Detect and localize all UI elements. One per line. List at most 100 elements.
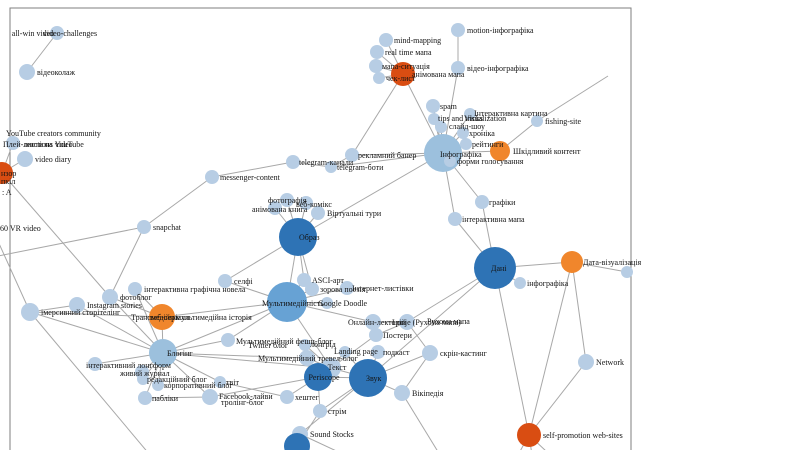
node-tt[interactable]	[428, 113, 440, 125]
node-kb[interactable]	[152, 379, 164, 391]
node-label-hr: хроніка	[469, 129, 495, 138]
node-ft[interactable]	[280, 193, 294, 207]
node-mi[interactable]	[451, 23, 465, 37]
node-se[interactable]	[218, 274, 232, 288]
node-pr[interactable]	[304, 363, 332, 391]
node-vt[interactable]	[311, 206, 325, 220]
node-label-fb: фотоблог	[120, 293, 152, 302]
extra-label: YouTube creators community	[6, 129, 101, 138]
node-mm[interactable]	[267, 282, 307, 322]
node-shk[interactable]	[490, 141, 510, 161]
node-vc[interactable]	[50, 26, 64, 40]
node-label-nw: Network	[596, 358, 624, 367]
node-label-gn: інтерактивна графічна новела	[144, 285, 246, 294]
node-label-tk: telegram-канали	[299, 158, 354, 167]
extra-label: Visualization	[464, 114, 506, 123]
node-cl[interactable]	[373, 72, 385, 84]
node-ig[interactable]	[69, 297, 85, 313]
node-label-il: Інтернет-листівки	[352, 284, 414, 293]
node-wk[interactable]	[299, 196, 313, 210]
node-label-mtb: Мультимедійний тревел-блог	[258, 354, 359, 363]
node-pd[interactable]	[371, 345, 385, 359]
node-label-mc: messenger-content	[220, 173, 281, 182]
node-vk[interactable]	[19, 64, 35, 80]
node-spm[interactable]	[426, 99, 440, 113]
graph-edge	[143, 176, 213, 228]
node-oc[interactable]	[0, 162, 13, 184]
node-pb[interactable]	[138, 391, 152, 405]
node-sc[interactable]	[137, 220, 151, 234]
node-ak[interactable]	[268, 201, 282, 215]
node-label-ilf: інтерактивний лонгформ	[86, 361, 171, 370]
node-mfb[interactable]	[221, 333, 235, 347]
node-ascii[interactable]	[297, 273, 311, 287]
node-rb[interactable]	[137, 373, 149, 385]
node-label-mfb: Мультимедійний фешн-блог	[236, 337, 333, 346]
node-label-ak: анімована книга	[252, 205, 308, 214]
node-ig2[interactable]	[514, 277, 526, 289]
node-bn[interactable]	[284, 433, 310, 450]
node-ht[interactable]	[280, 390, 294, 404]
node-ps[interactable]	[369, 328, 383, 342]
node-gr[interactable]	[475, 195, 489, 209]
node-ik[interactable]	[464, 108, 476, 120]
node-mmap[interactable]	[379, 33, 393, 47]
graph-edge	[351, 73, 404, 156]
node-nw[interactable]	[578, 354, 594, 370]
node-lp[interactable]	[339, 346, 351, 358]
node-ms[interactable]	[369, 59, 383, 73]
node-wp[interactable]	[394, 385, 410, 401]
node-bl[interactable]	[149, 339, 177, 367]
graph-edge	[536, 75, 609, 122]
node-im[interactable]	[21, 303, 39, 321]
node-il[interactable]	[340, 281, 354, 295]
node-mtb[interactable]	[299, 350, 315, 366]
node-gn[interactable]	[128, 282, 142, 296]
graph-edge	[162, 352, 332, 369]
node-zv[interactable]	[349, 359, 387, 397]
node-zp[interactable]	[305, 282, 319, 296]
node-label-lg: лонгрід	[310, 340, 336, 349]
node-am[interactable]	[391, 62, 415, 86]
node-fl[interactable]	[202, 389, 218, 405]
node-label-pr: Periscope	[308, 373, 340, 382]
node-label-ob: Образ	[299, 233, 320, 242]
node-gd[interactable]	[321, 297, 333, 309]
node-st[interactable]	[313, 404, 327, 418]
graph-edge	[26, 32, 58, 73]
node-fb[interactable]	[102, 289, 118, 305]
node-hr[interactable]	[457, 127, 469, 139]
node-dn[interactable]	[474, 247, 516, 289]
node-ob[interactable]	[279, 218, 317, 256]
node-ol[interactable]	[365, 314, 381, 330]
node-dv[interactable]	[561, 251, 583, 273]
node-sp[interactable]	[517, 423, 541, 447]
node-tm[interactable]	[149, 304, 175, 330]
node-rbn[interactable]	[345, 148, 359, 162]
node-tb[interactable]	[325, 161, 337, 173]
node-vd[interactable]	[17, 151, 33, 167]
node-label-ps: Постери	[383, 331, 413, 340]
node-rtm[interactable]	[370, 45, 384, 59]
node-label-mi: motion-інфографіка	[467, 26, 534, 35]
node-yc[interactable]	[6, 136, 20, 150]
node-fs[interactable]	[531, 115, 543, 127]
node-ilf[interactable]	[88, 357, 102, 371]
node-mc[interactable]	[205, 170, 219, 184]
node-label-ig: Instagram stories	[87, 301, 142, 310]
node-lg[interactable]	[299, 339, 311, 351]
node-tk[interactable]	[286, 155, 300, 169]
node-vi[interactable]	[451, 61, 465, 75]
node-ima[interactable]	[448, 212, 462, 226]
node-rn[interactable]	[621, 266, 633, 278]
node-label-ft: фотографія	[268, 196, 307, 205]
node-label-tm: Трансмедійна	[131, 313, 178, 322]
node-label-wk: веб-комікс	[296, 200, 332, 209]
node-label-sk: скрін-кастинг	[440, 349, 488, 358]
node-lj[interactable]	[399, 314, 415, 330]
node-tv[interactable]	[214, 376, 226, 388]
node-sk[interactable]	[422, 345, 438, 361]
node-ssh[interactable]	[435, 121, 447, 133]
node-rt[interactable]	[460, 138, 472, 150]
node-fg[interactable]	[444, 155, 456, 167]
